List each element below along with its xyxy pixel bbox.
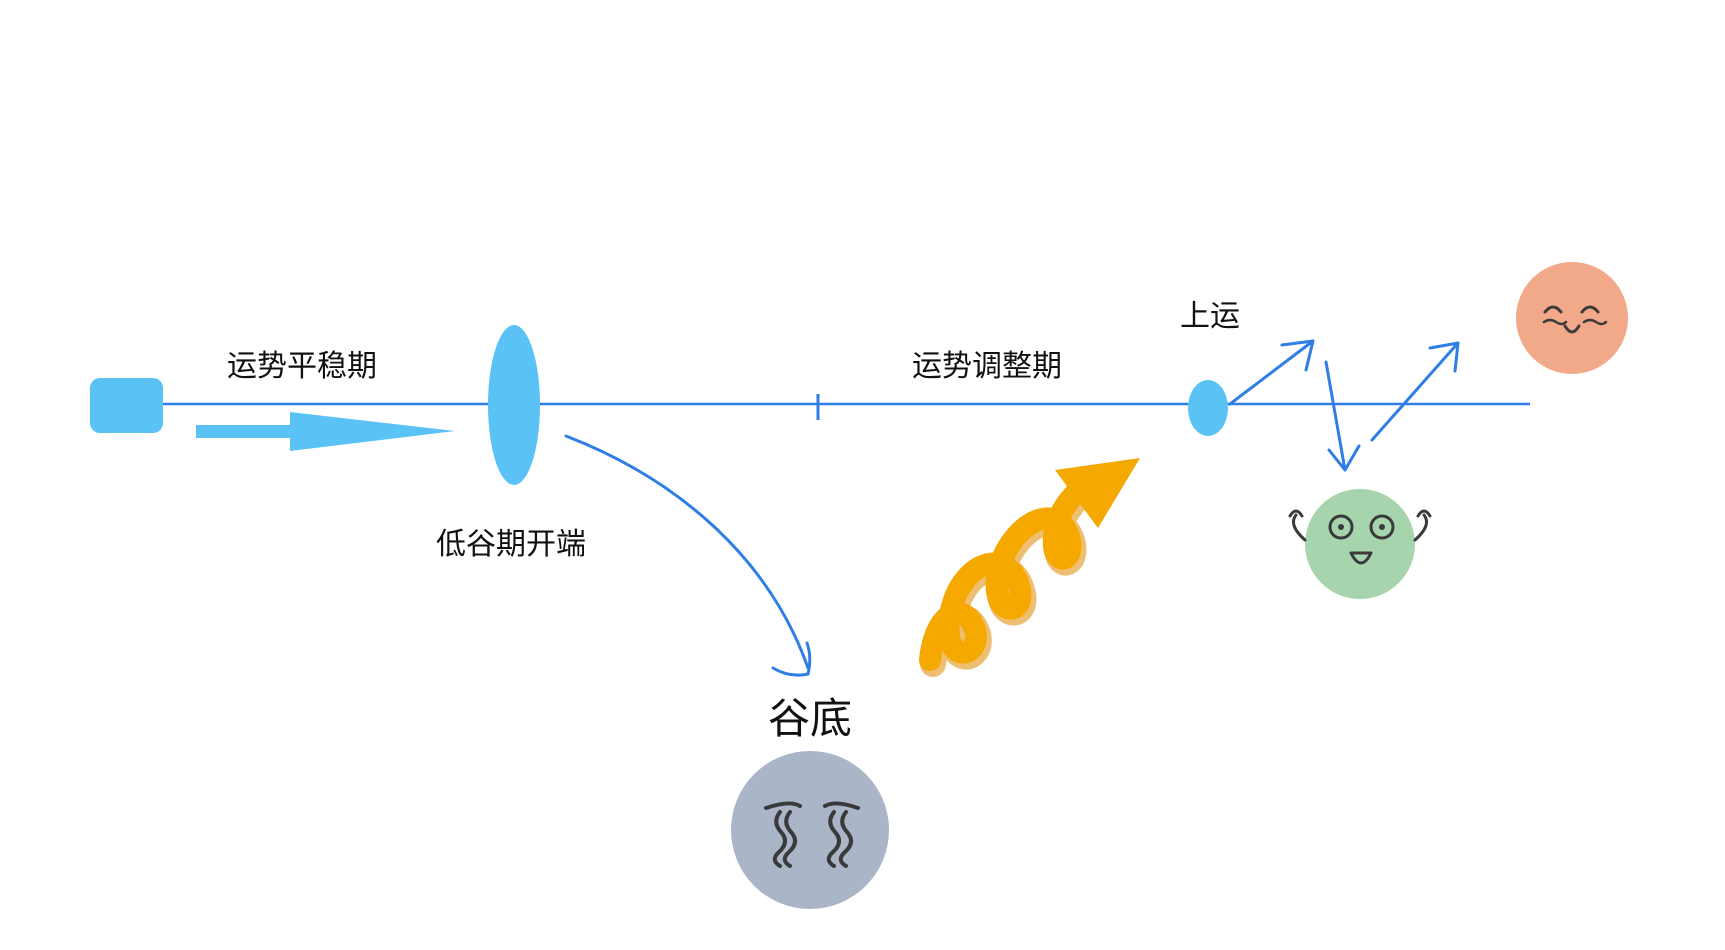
decline-curve-arrow (564, 434, 810, 670)
bottom-label: 谷底 (768, 694, 853, 743)
curly-arrow-icon (919, 458, 1140, 677)
adjustment-period-label: 运势调整期 (912, 349, 1062, 384)
trough-start-node (488, 325, 540, 485)
rising-label: 上运 (1180, 299, 1240, 334)
progress-arrow (196, 412, 455, 451)
zigzag-arrows (1228, 339, 1460, 472)
trough-start-label: 低谷期开端 (436, 527, 586, 562)
shivering-face-icon (731, 751, 889, 909)
start-node (90, 378, 163, 433)
stable-period-label: 运势平稳期 (227, 349, 377, 384)
cheering-face-icon (1288, 489, 1432, 599)
rising-node (1188, 380, 1228, 436)
decline-arrowhead (771, 641, 812, 677)
blushing-face-icon (1516, 262, 1628, 374)
